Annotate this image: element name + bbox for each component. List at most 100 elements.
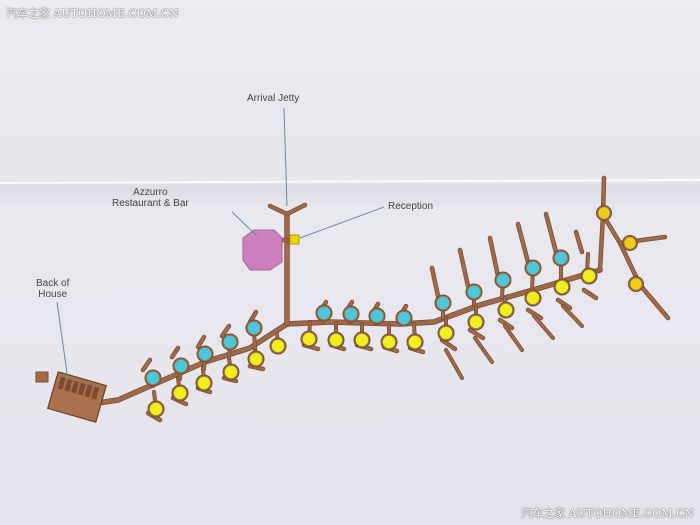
villa-marker: [173, 386, 187, 400]
ne-branch: [598, 213, 642, 287]
villa-marker: [370, 309, 384, 323]
villa-b8: [368, 307, 386, 325]
villa-a13: [467, 313, 485, 331]
back-of-house-building: [46, 371, 108, 423]
villa-a3: [195, 374, 213, 392]
villa-marker: [499, 303, 513, 317]
villa-a14: [497, 301, 515, 319]
villa-a2: [171, 384, 189, 402]
villa-a15: [524, 289, 542, 307]
restaurant-label: Azzurro Restaurant & Bar: [112, 187, 189, 209]
east-arm-1: [444, 348, 464, 380]
villa-b1: [144, 369, 162, 387]
villa-deck-16: [582, 288, 598, 300]
villa-c3: [628, 276, 644, 292]
villa-b13: [524, 259, 542, 277]
villa-a9: [353, 331, 371, 349]
villa-b2: [172, 357, 190, 375]
villa-deck-17: [141, 358, 152, 372]
villa-marker: [467, 285, 481, 299]
villa-deck-12: [468, 328, 485, 340]
villa-marker: [317, 306, 331, 320]
back-of-house-unit-5: [84, 384, 93, 398]
villa-marker: [408, 335, 422, 349]
villa-a12: [437, 324, 455, 342]
villa-marker: [436, 296, 450, 310]
villa-a10: [380, 333, 398, 351]
villa-marker: [469, 315, 483, 329]
villa-deck-28: [488, 236, 500, 278]
reception-leader: [299, 206, 385, 239]
villa-b9: [395, 309, 413, 327]
villa-b6: [315, 304, 333, 322]
arrival-jetty-label: Arrival Jetty: [247, 93, 300, 104]
back-of-house-unit-3: [71, 380, 80, 394]
villa-deck-27: [458, 248, 470, 288]
back-of-house-unit-2: [64, 378, 73, 392]
villa-b4: [221, 333, 239, 351]
villa-marker: [382, 335, 396, 349]
villa-marker: [247, 321, 261, 335]
villa-marker: [302, 332, 316, 346]
back-of-house-unit-1: [57, 376, 66, 390]
villa-deck-30: [544, 212, 558, 254]
villa-a6: [269, 337, 287, 355]
villa-marker: [582, 269, 596, 283]
villa-b10: [434, 294, 452, 312]
villa-c2: [622, 235, 638, 251]
back-of-house-unit-4: [77, 382, 86, 396]
villa-b12: [494, 271, 512, 289]
back-of-house-unit-6: [91, 386, 100, 400]
reception-label: Reception: [388, 201, 434, 212]
villa-b14: [552, 249, 570, 267]
villa-marker: [249, 352, 263, 366]
villa-marker: [197, 376, 211, 390]
villa-deck-18: [170, 346, 180, 359]
paper-fold: [0, 179, 700, 184]
villa-a8: [327, 331, 345, 349]
villa-marker: [554, 251, 568, 265]
villa-a4: [222, 363, 240, 381]
villa-a17: [580, 267, 598, 285]
villa-deck-26: [430, 266, 440, 298]
back-of-house-label: Back of House: [36, 278, 70, 300]
villa-marker: [344, 307, 358, 321]
back-of-house-leader: [56, 301, 69, 381]
label-leaders: [56, 107, 385, 381]
villa-a16: [553, 278, 571, 296]
buildings: [35, 229, 300, 423]
villa-marker: [355, 333, 369, 347]
villa-marker: [439, 326, 453, 340]
villa-deck-11: [440, 338, 457, 351]
villa-marker: [174, 359, 188, 373]
back-of-house-dock: [35, 371, 49, 383]
villa-marker: [198, 347, 212, 361]
villa-deck-29: [516, 222, 530, 264]
villa-marker: [223, 335, 237, 349]
villa-deck-19: [196, 335, 206, 349]
villa-deck-20: [220, 324, 231, 338]
villa-deck-15: [556, 298, 572, 310]
east-arm-5: [561, 304, 584, 328]
watermark-bottom: 汽车之家 AUTOHOME.COM.CN: [521, 507, 694, 520]
villa-a5: [247, 350, 265, 368]
villa-a7: [300, 330, 318, 348]
villa-marker: [496, 273, 510, 287]
villa-marker: [329, 333, 343, 347]
villa-b5: [245, 319, 263, 337]
villa-deck-31: [574, 230, 584, 254]
villa-marker: [224, 365, 238, 379]
villa-marker: [271, 339, 285, 353]
villa-b11: [465, 283, 483, 301]
villa-a11: [406, 333, 424, 351]
villa-marker: [146, 371, 160, 385]
villa-deck-13: [498, 318, 514, 330]
villa-marker: [526, 291, 540, 305]
villa-deck-14: [526, 308, 543, 320]
villa-marker: [149, 402, 163, 416]
restaurant-building: [242, 229, 283, 271]
villa-marker: [526, 261, 540, 275]
villa-marker: [555, 280, 569, 294]
